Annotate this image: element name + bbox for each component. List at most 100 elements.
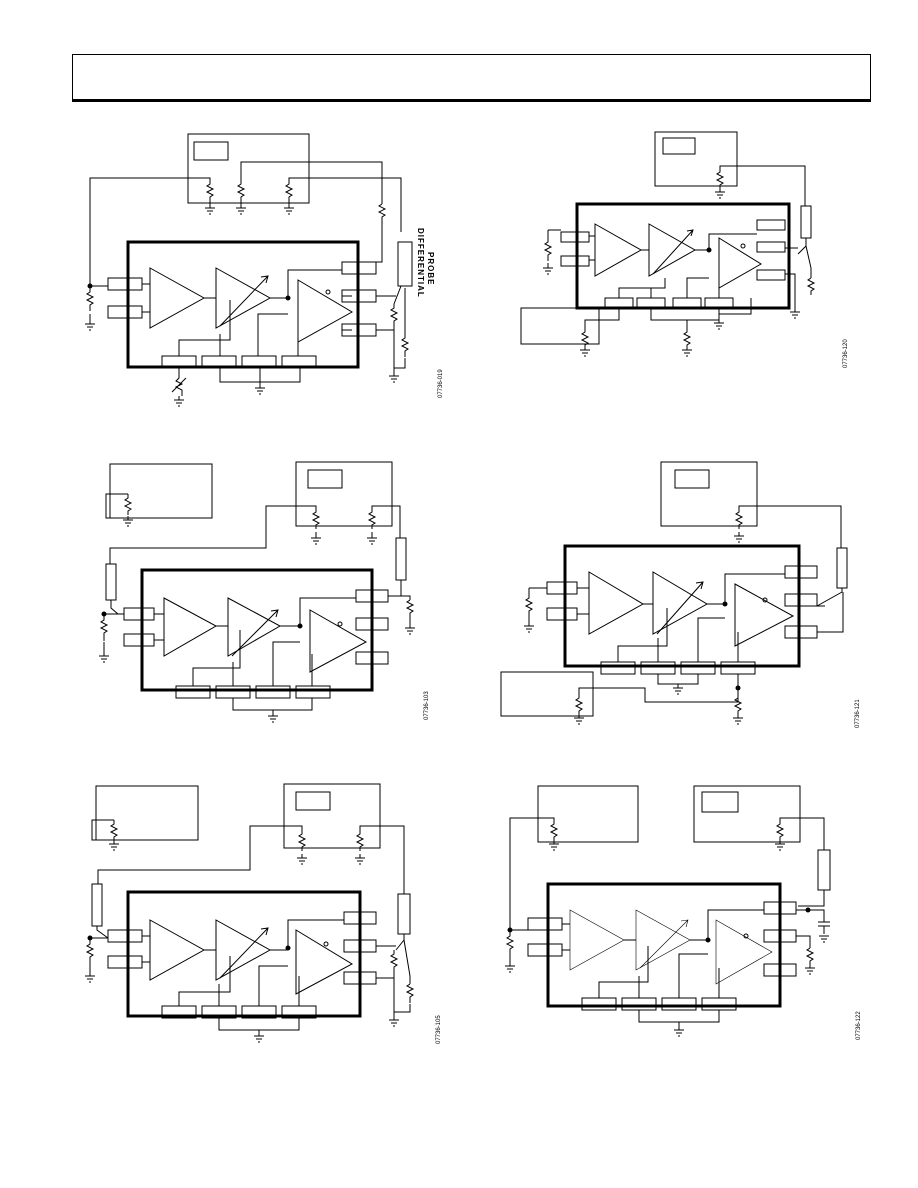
signal-source xyxy=(91,883,103,927)
chip-body xyxy=(126,240,360,369)
amplifier-triangle xyxy=(594,223,643,277)
resistor xyxy=(400,288,410,357)
amplifier-triangle xyxy=(635,909,691,971)
ground-symbol xyxy=(254,1035,264,1043)
ground-symbol xyxy=(543,263,553,275)
resistor xyxy=(682,328,692,349)
differential-probe xyxy=(397,241,413,287)
figure-1-diagram: DIFFERENTIAL PROBE 07736-019 xyxy=(80,128,450,418)
chip-body xyxy=(140,568,374,692)
figure-4-diagram: 07736-121 xyxy=(495,458,865,738)
variable-gain-arrow xyxy=(639,919,689,969)
variable-gain-arrow xyxy=(219,927,269,979)
resistor xyxy=(524,588,534,619)
resistor xyxy=(109,820,119,841)
probe-label-2: PROBE xyxy=(426,252,435,285)
output-amplifier xyxy=(295,929,354,995)
resistor xyxy=(311,508,321,529)
instrument-display xyxy=(295,791,331,811)
ground-symbol xyxy=(355,854,365,865)
amplifier-triangle xyxy=(149,267,206,329)
chip-body xyxy=(126,890,362,1018)
instrument-box xyxy=(187,133,310,204)
instrument-box xyxy=(283,783,381,849)
ground-symbol xyxy=(505,956,515,973)
ground-symbol xyxy=(85,314,95,331)
instrument-box xyxy=(660,461,758,527)
figure-code: 07736-105 xyxy=(436,1015,442,1044)
resistor xyxy=(355,830,365,851)
variable-resistor xyxy=(171,368,187,396)
resistor xyxy=(236,180,246,201)
variable-gain-arrow xyxy=(652,229,694,275)
ground-symbol xyxy=(524,618,534,633)
page-header-box xyxy=(72,54,871,102)
resistor xyxy=(85,285,108,311)
amplifier-triangle xyxy=(588,571,645,635)
figure-code: 07736-122 xyxy=(856,1011,862,1040)
resistor xyxy=(733,688,743,715)
ground-symbol xyxy=(775,840,785,851)
instrument-box-2 xyxy=(500,671,594,717)
instrument-box-2 xyxy=(109,463,213,519)
ground-symbol xyxy=(205,201,215,215)
ground-symbol xyxy=(790,288,800,319)
ground-symbol xyxy=(819,935,829,943)
output-amplifier xyxy=(734,583,795,647)
resistor xyxy=(405,983,415,1003)
ground-symbol xyxy=(268,715,278,723)
figure-code: 07736-121 xyxy=(855,699,861,728)
amplifier-triangle xyxy=(149,919,206,981)
ground-symbol xyxy=(574,714,584,725)
signal-source xyxy=(800,205,812,239)
variable-gain-arrow xyxy=(656,581,704,635)
ground-symbol xyxy=(580,345,590,357)
ground-symbol xyxy=(109,840,119,851)
amplifier-triangle xyxy=(227,597,282,657)
figure-code: 07736-019 xyxy=(438,369,444,398)
instrument-box xyxy=(654,131,738,187)
amplifier-triangle xyxy=(163,597,218,657)
ground-symbol xyxy=(284,201,294,215)
ground-symbol xyxy=(123,516,133,527)
resistor xyxy=(389,304,399,325)
ground-symbol xyxy=(236,201,246,215)
variable-gain-arrow xyxy=(231,609,279,657)
instrument-display xyxy=(307,469,343,489)
ground-symbol xyxy=(734,532,744,543)
instrument-box xyxy=(295,461,393,527)
instrument-display xyxy=(193,141,229,161)
ground-symbol xyxy=(85,964,95,983)
ground-symbol xyxy=(405,620,415,635)
instrument-box xyxy=(693,785,801,843)
signal-source xyxy=(397,893,411,935)
instrument-display xyxy=(662,137,696,155)
resistor xyxy=(376,203,387,263)
resistor xyxy=(205,180,215,201)
ground-symbol xyxy=(733,715,743,725)
resistor xyxy=(574,694,584,715)
ground-symbol xyxy=(389,1012,399,1027)
chip-body xyxy=(546,882,782,1008)
ground-symbol xyxy=(673,687,683,695)
ground-symbol xyxy=(682,347,692,357)
resistor xyxy=(715,168,725,189)
ground-symbol xyxy=(805,965,815,975)
ground-symbol xyxy=(255,382,265,395)
resistor xyxy=(284,180,294,201)
resistor xyxy=(297,830,307,851)
resistor xyxy=(734,508,744,529)
ground-symbol xyxy=(311,532,321,545)
ground-symbol xyxy=(367,532,377,545)
instrument-box-2 xyxy=(537,785,639,843)
output-amplifier xyxy=(297,279,354,343)
resistor xyxy=(99,613,124,641)
figure-code: 07736-103 xyxy=(424,691,430,720)
variable-gain-arrow xyxy=(219,275,269,327)
capacitor xyxy=(808,909,830,934)
resistor xyxy=(806,277,816,295)
resistor xyxy=(775,820,785,841)
figure-2-diagram: 07736-120 xyxy=(515,128,855,388)
signal-source xyxy=(817,849,831,891)
ground-symbol xyxy=(99,642,109,663)
